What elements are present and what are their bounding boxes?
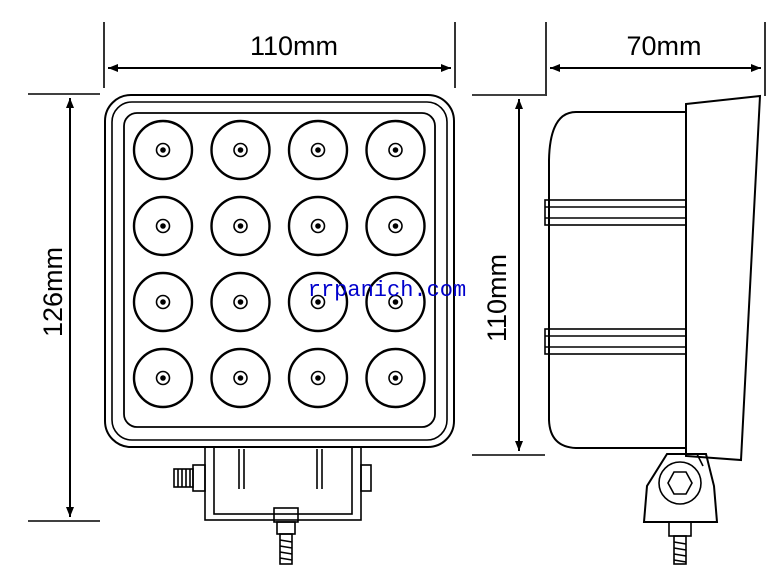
led-lens	[210, 347, 271, 409]
fin-band-bottom	[544, 328, 687, 355]
mounting-bracket	[192, 446, 372, 521]
led-grid	[132, 119, 426, 409]
led-lens	[132, 119, 194, 181]
rear-body	[548, 111, 686, 449]
watermark: rrpanich.com	[308, 278, 466, 303]
side-bottom-bolt	[668, 521, 692, 565]
led-lens	[210, 195, 271, 257]
led-lens	[287, 195, 349, 257]
led-lens	[132, 195, 194, 257]
housing-inner	[111, 101, 448, 441]
bracket-nut-ring	[658, 461, 702, 505]
led-lens	[132, 271, 194, 333]
bottom-bolt	[273, 507, 299, 565]
side-view	[472, 22, 766, 565]
front-view	[28, 22, 456, 565]
led-lens	[365, 347, 426, 409]
led-lens	[210, 119, 271, 181]
front-width-label: 110mm	[250, 31, 338, 61]
led-lens	[365, 271, 426, 333]
led-lens	[210, 271, 271, 333]
lens-panel	[123, 112, 436, 428]
side-height-label: 110mm	[482, 254, 512, 342]
led-lens	[287, 347, 349, 409]
side-stud-left	[173, 468, 194, 488]
led-lens	[287, 119, 349, 181]
led-lens	[365, 195, 426, 257]
front-bezel	[685, 94, 762, 462]
fin-band-top	[544, 199, 687, 226]
led-lens	[287, 271, 349, 333]
bracket-nut	[667, 471, 693, 495]
side-bracket	[642, 453, 719, 523]
side-depth-label: 70mm	[626, 31, 701, 61]
led-lens	[132, 347, 194, 409]
front-height-label: 126mm	[38, 247, 68, 337]
led-lens	[365, 119, 426, 181]
